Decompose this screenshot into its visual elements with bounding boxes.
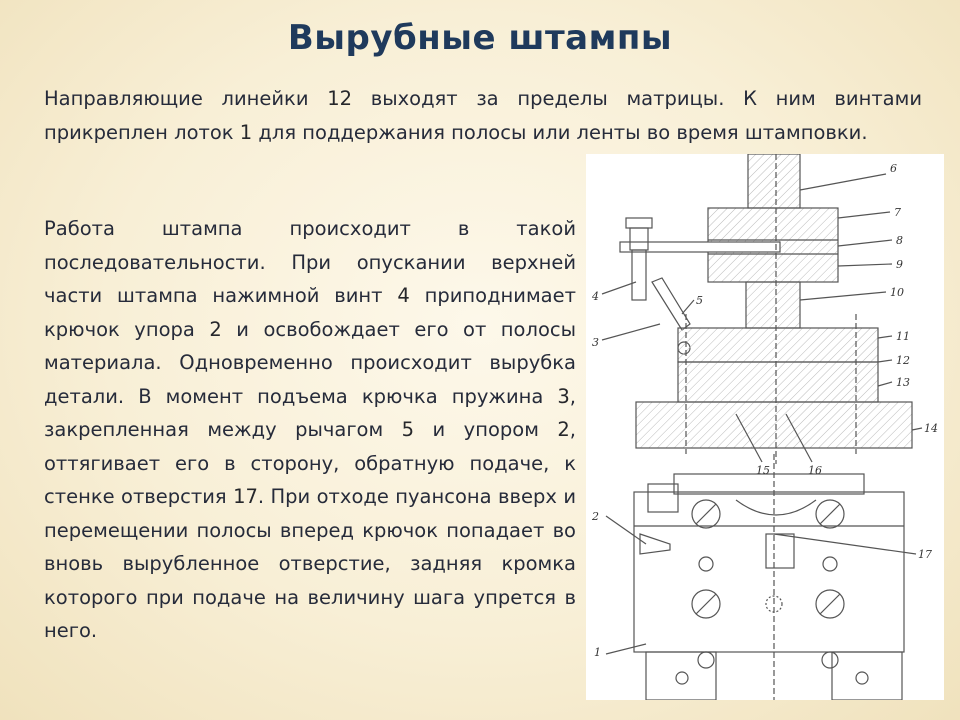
label-14: 14 [924,422,938,435]
label-9: 9 [896,258,903,271]
label-7: 7 [894,206,901,219]
slide-title: Вырубные штампы [287,18,673,58]
paragraph-guides: Направляющие линейки 12 выходят за преде… [44,82,922,149]
label-12: 12 [896,354,910,367]
label-10: 10 [890,286,904,299]
label-13: 13 [896,376,910,389]
label-5: 5 [696,294,703,307]
label-11: 11 [896,330,910,343]
reference-number: 2 [209,317,222,341]
text-segment: выходят за пределы матрицы. К ним винтам… [44,87,923,144]
die-drawing: 6 7 8 9 10 11 12 13 14 4 5 3 15 16 2 17 … [586,154,944,700]
label-6: 6 [890,162,897,175]
label-8: 8 [896,234,903,247]
reference-number: 17 [233,485,258,508]
text-segment: . При отходе пуансона вверх и перемещени… [44,485,576,642]
label-17: 17 [918,548,932,561]
paragraph-operation: Работа штампа происходит в такой последо… [44,212,576,648]
reference-number: 2 [557,418,570,441]
reference-number: 5 [401,418,415,441]
text-segment: , оттягивает его в сторону, обратную под… [44,418,576,508]
label-1: 1 [594,646,601,659]
text-segment: Направляющие линейки [44,87,328,110]
reference-number: 12 [327,87,353,110]
text-segment: для поддержания полосы или ленты во врем… [252,120,868,144]
label-2: 2 [591,510,599,523]
label-16: 16 [808,464,822,477]
reference-number: 3 [557,384,570,408]
text-segment: и упором [414,418,558,441]
text-segment: Работа штампа происходит в такой последо… [44,217,576,307]
label-3: 3 [592,336,599,349]
text-segment: приподнимает крючок упора [44,284,576,341]
label-4: 4 [591,290,599,303]
die-drawing-svg: 6 7 8 9 10 11 12 13 14 4 5 3 15 16 2 17 … [591,154,938,700]
text-segment: , закрепленная между рычагом [44,384,576,442]
reference-number: 4 [397,284,410,307]
label-15: 15 [756,464,770,477]
reference-number: 1 [239,120,253,144]
text-segment: и освобождает его от полосы материала. О… [44,317,576,408]
